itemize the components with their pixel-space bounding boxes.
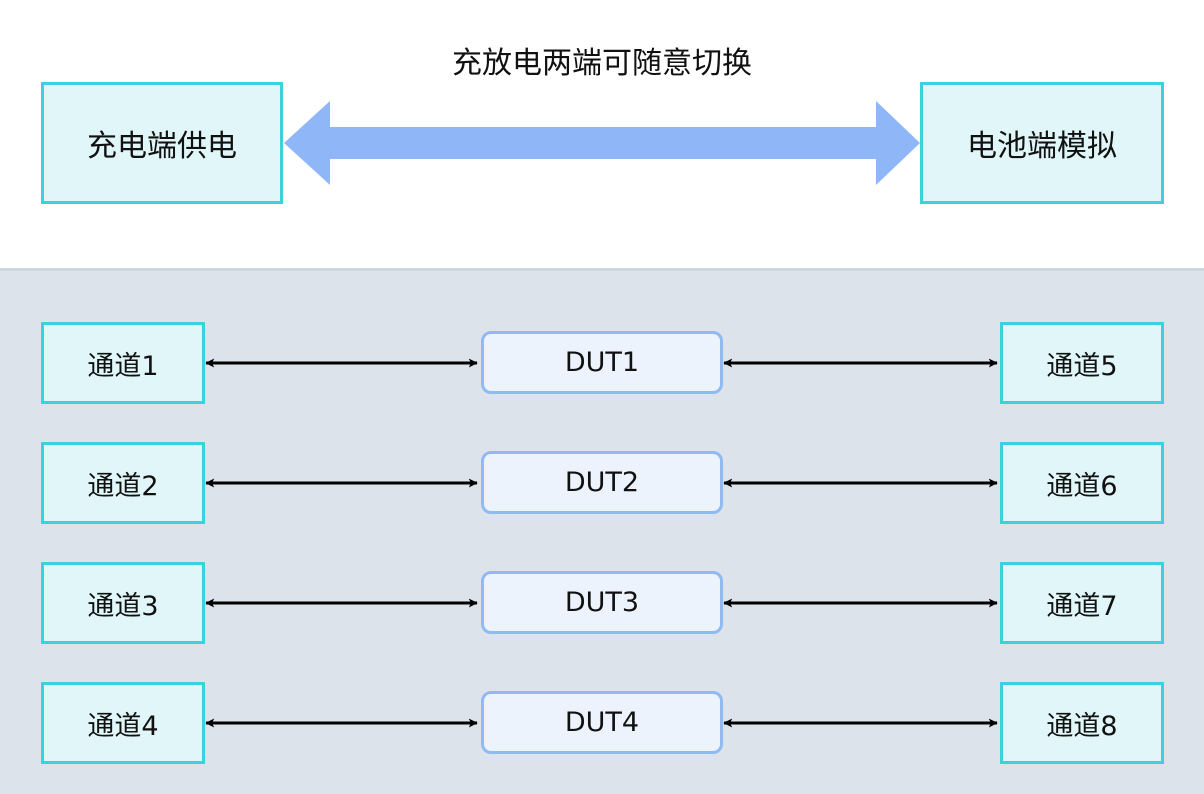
dut-box-4-label: DUT4 <box>564 707 640 738</box>
channel-box-left-1: 通道1 <box>41 322 205 404</box>
channel-box-left-2-label: 通道2 <box>87 470 159 502</box>
dut-box-2: DUT2 <box>481 451 723 514</box>
dut-box-2-label: DUT2 <box>564 467 640 498</box>
channel-box-left-2: 通道2 <box>41 442 205 524</box>
dut-box-3: DUT3 <box>481 571 723 634</box>
channel-box-left-4-label: 通道4 <box>87 710 159 742</box>
channel-box-right-4: 通道8 <box>1000 682 1164 764</box>
channel-box-right-4-label: 通道8 <box>1046 710 1118 742</box>
dut-box-1-label: DUT1 <box>564 347 640 378</box>
channel-box-left-4: 通道4 <box>41 682 205 764</box>
channel-box-right-2-label: 通道6 <box>1046 470 1118 502</box>
dut-box-1: DUT1 <box>481 331 723 394</box>
battery-simulation-label: 电池端模拟 <box>967 129 1117 164</box>
channel-box-right-3: 通道7 <box>1000 562 1164 644</box>
dut-box-4: DUT4 <box>481 691 723 754</box>
channel-box-left-3: 通道3 <box>41 562 205 644</box>
charging-supply-label: 充电端供电 <box>87 129 237 164</box>
dut-box-3-label: DUT3 <box>564 587 640 618</box>
channel-box-right-3-label: 通道7 <box>1046 590 1118 622</box>
bidirectional-switch-arrow <box>284 101 920 185</box>
channel-box-right-1: 通道5 <box>1000 322 1164 404</box>
battery-simulation-box: 电池端模拟 <box>920 82 1164 204</box>
channel-box-left-3-label: 通道3 <box>87 590 159 622</box>
charging-supply-box: 充电端供电 <box>41 82 283 204</box>
channel-box-right-1-label: 通道5 <box>1046 350 1118 382</box>
top-arrow-layer <box>284 101 920 185</box>
switch-caption: 充放电两端可随意切换 <box>452 46 752 81</box>
channel-box-right-2: 通道6 <box>1000 442 1164 524</box>
channel-box-left-1-label: 通道1 <box>87 350 159 382</box>
